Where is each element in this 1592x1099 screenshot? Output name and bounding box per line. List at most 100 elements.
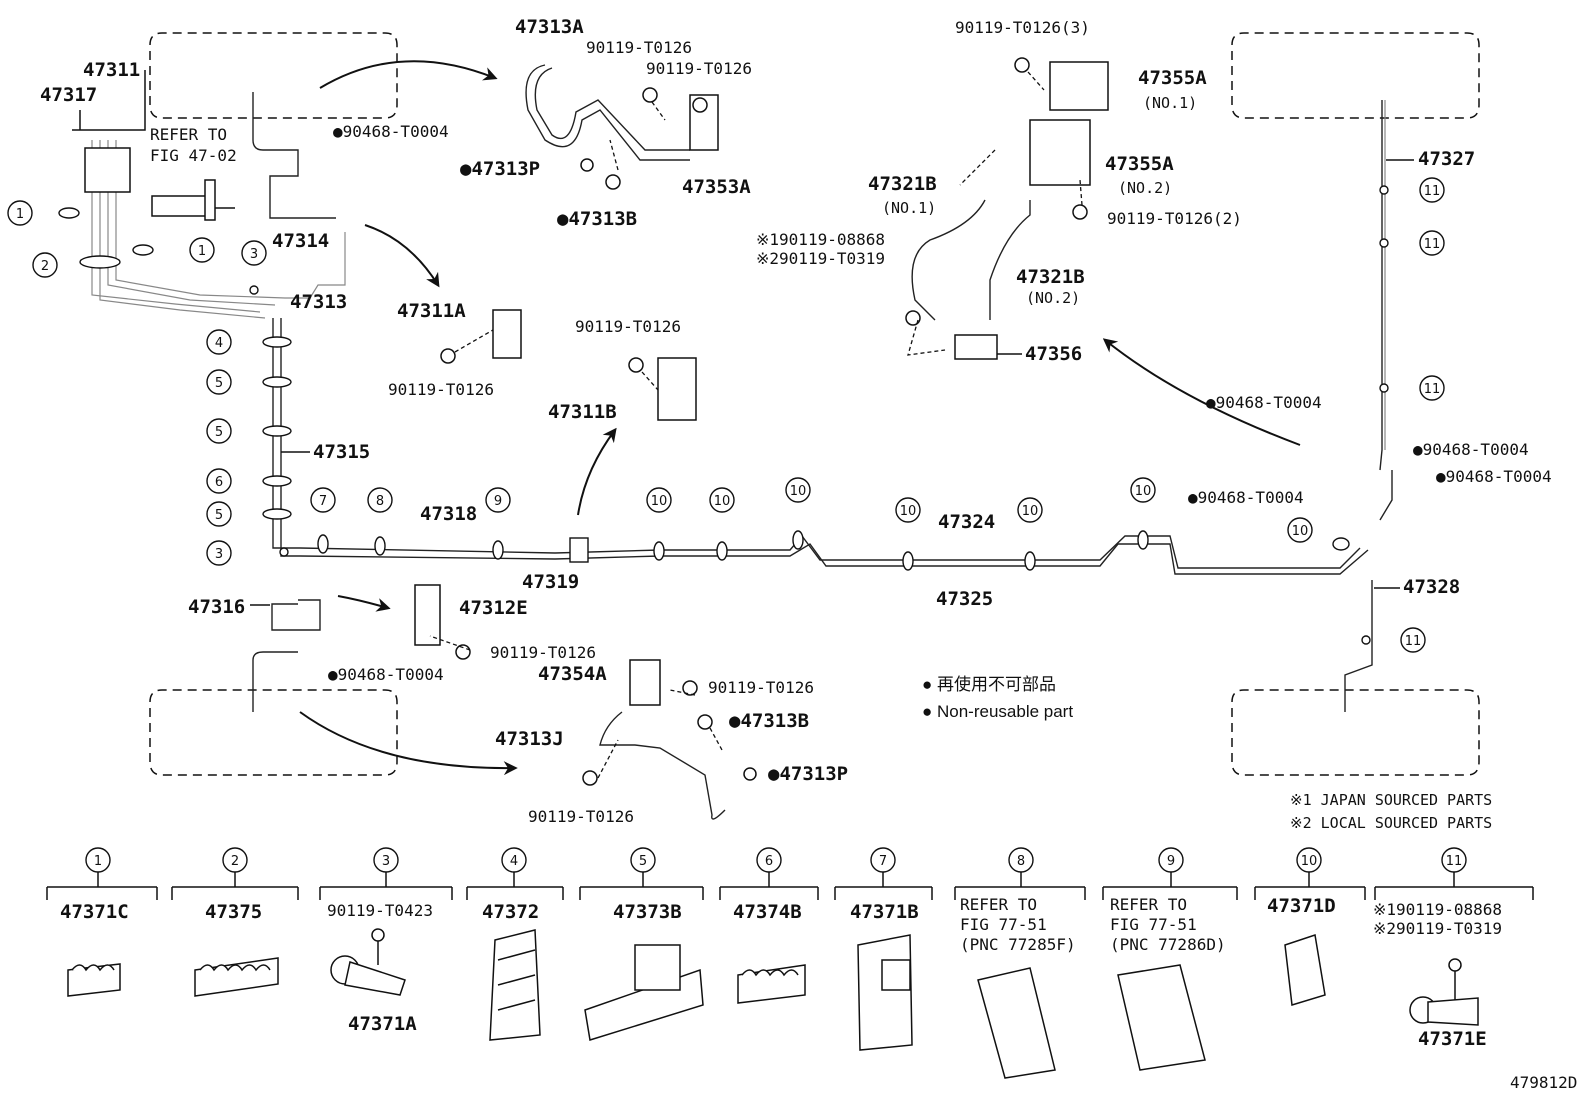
label-90119-t0126-2: 90119-T0126(2) [1107, 209, 1242, 228]
label-90468-b: ●90468-T0004 [328, 665, 444, 684]
rear-right-assembly-box [1231, 689, 1480, 776]
label-47324: 47324 [938, 511, 995, 533]
svg-text:10: 10 [1292, 524, 1309, 539]
label-47316: 47316 [188, 596, 245, 618]
svg-text:7: 7 [879, 854, 887, 869]
note-local-sourced: ※2 LOCAL SOURCED PARTS [1290, 814, 1492, 832]
label-47312e: 47312E [459, 597, 528, 619]
label-47311b: 47311B [548, 401, 617, 423]
svg-text:10: 10 [790, 484, 807, 499]
legend-pnc-1: 47371C [60, 901, 129, 923]
label-90119-t0126-e: 90119-T0126 [490, 643, 596, 662]
svg-text:4: 4 [215, 336, 223, 351]
diagram-id: 479812D [1510, 1073, 1577, 1092]
label-47321b-1: 47321B [868, 173, 937, 195]
label-90119-t0126-a: 90119-T0126 [586, 38, 692, 57]
label-90119-t0126-b: 90119-T0126 [646, 59, 752, 78]
label-47328: 47328 [1403, 576, 1460, 598]
arrow-to-47312e [337, 595, 391, 612]
svg-text:1: 1 [16, 207, 24, 222]
svg-text:10: 10 [1301, 854, 1318, 869]
label-47355a-1: 47355A [1138, 67, 1207, 89]
svg-text:3: 3 [250, 247, 258, 262]
svg-text:6: 6 [765, 854, 773, 869]
label-47313p-b: ●47313P [768, 763, 848, 785]
svg-text:11: 11 [1424, 237, 1441, 252]
label-47325: 47325 [936, 588, 993, 610]
label-47321b-2: 47321B [1016, 266, 1085, 288]
label-47353a: 47353A [682, 176, 751, 198]
label-ref2-t0319: ※290119-T0319 [756, 249, 885, 268]
svg-text:2: 2 [41, 259, 49, 274]
svg-text:3: 3 [382, 854, 390, 869]
label-ref1-08868: ※190119-08868 [756, 230, 885, 249]
clamp-legend: 1 2 3 4 5 6 7 8 9 10 11 47371C 47375 901… [46, 847, 1534, 1050]
label-47319: 47319 [522, 571, 579, 593]
callout-circles: 1 1 2 3 4 5 5 6 5 3 7 8 9 10 10 10 10 10… [7, 177, 1445, 653]
legend-en: ● Non-reusable part [922, 702, 1073, 721]
label-47313a: 47313A [515, 16, 584, 38]
svg-text:10: 10 [1135, 484, 1152, 499]
legend-pnc-4: 47372 [482, 901, 539, 923]
legend-pnc-5: 47373B [613, 901, 682, 923]
svg-text:10: 10 [900, 504, 917, 519]
label-90468-e: ●90468-T0004 [1436, 467, 1552, 486]
bracket-47311b [657, 357, 697, 421]
svg-text:10: 10 [651, 494, 668, 509]
label-47314: 47314 [272, 230, 329, 252]
arrow-to-47311a [364, 224, 440, 288]
svg-text:11: 11 [1424, 382, 1441, 397]
svg-text:6: 6 [215, 475, 223, 490]
label-90468-c: ●90468-T0004 [1206, 393, 1322, 412]
rear-left-assembly-box [149, 689, 398, 776]
legend-pnc-2: 47375 [205, 901, 262, 923]
svg-text:7: 7 [319, 494, 327, 509]
legend-ref-8-2: FIG 77-51 [960, 915, 1047, 934]
label-90119-t0126-c: 90119-T0126 [575, 317, 681, 336]
label-47311: 47311 [83, 59, 140, 81]
label-90119-t0126-3: 90119-T0126(3) [955, 18, 1090, 37]
legend-pnc-3-top: 90119-T0423 [327, 901, 433, 920]
svg-text:5: 5 [639, 854, 647, 869]
svg-text:11: 11 [1405, 634, 1422, 649]
label-47354a: 47354A [538, 663, 607, 685]
legend-ref-11-b: ※290119-T0319 [1373, 919, 1502, 938]
master-cylinder-block [84, 147, 235, 221]
label-47313b-b: ●47313B [729, 710, 809, 732]
arrow-to-47311b [577, 427, 617, 516]
svg-text:1: 1 [198, 244, 206, 259]
label-fig-47-02: FIG 47-02 [150, 146, 237, 165]
label-90468-f: ●90468-T0004 [1188, 488, 1304, 507]
arrow-to-47356 [1102, 338, 1301, 446]
legend-ref-8-3: (PNC 77285F) [960, 935, 1076, 954]
label-no1-b: (NO.1) [882, 199, 936, 217]
label-47356: 47356 [1025, 343, 1082, 365]
svg-text:8: 8 [1017, 854, 1025, 869]
legend-part-drawings [67, 928, 1479, 1079]
legend-jp: ● 再使用不可部品 [922, 674, 1056, 694]
label-47327: 47327 [1418, 148, 1475, 170]
front-right-assembly-box [1231, 32, 1480, 119]
svg-text:5: 5 [215, 425, 223, 440]
pipe-clamps [58, 185, 1389, 645]
legend-pnc-7: 47371B [850, 901, 919, 923]
front-flex-hose-47313a [525, 64, 719, 161]
label-no2-a: (NO.2) [1118, 179, 1172, 197]
legend-pnc-6: 47374B [733, 901, 802, 923]
svg-text:5: 5 [215, 508, 223, 523]
legend-pnc-3: 47371A [348, 1013, 417, 1035]
legend-ref-9-1: REFER TO [1110, 895, 1187, 914]
label-47313j: 47313J [495, 728, 564, 750]
label-47313b-a: ●47313B [557, 208, 637, 230]
svg-text:9: 9 [494, 494, 502, 509]
rear-flex-hoses-47321b [911, 199, 1031, 360]
label-90119-t0126-f: 90119-T0126 [708, 678, 814, 697]
svg-text:1: 1 [94, 854, 102, 869]
svg-text:10: 10 [714, 494, 731, 509]
svg-text:4: 4 [510, 854, 518, 869]
rear-flex-hose-47313j [599, 711, 726, 820]
svg-text:11: 11 [1446, 854, 1463, 869]
legend-ref-11-a: ※190119-08868 [1373, 900, 1502, 919]
label-47313: 47313 [290, 291, 347, 313]
label-no1-a: (NO.1) [1143, 94, 1197, 112]
